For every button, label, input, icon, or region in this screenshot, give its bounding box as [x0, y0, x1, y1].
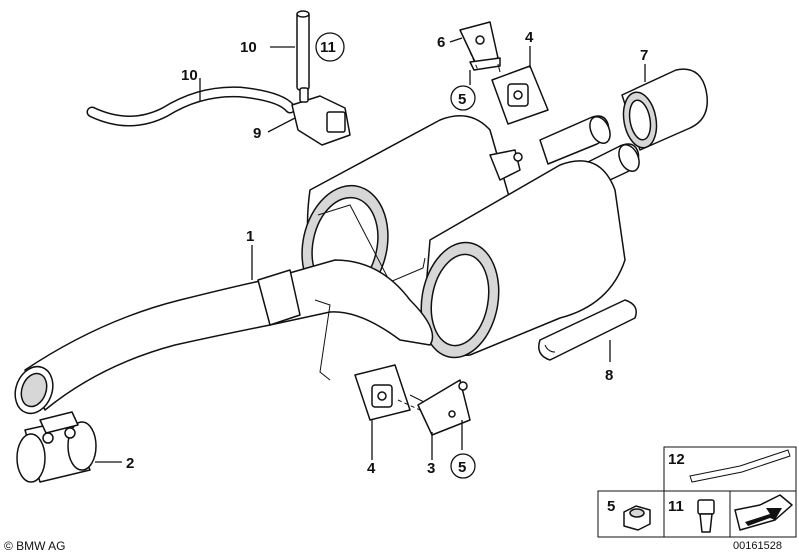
vacuum-hose	[86, 86, 296, 127]
direction-arrow-icon	[734, 494, 793, 531]
mounting-bracket	[417, 379, 471, 436]
callout-5-circle-b	[450, 85, 476, 111]
callout-12-legend: 12	[668, 451, 685, 468]
upper-bracket	[459, 21, 501, 73]
tailpipe-upper	[539, 115, 611, 165]
callout-11-legend: 11	[668, 498, 684, 515]
callout-10-upper: 10	[240, 39, 257, 56]
callout-7: 7	[640, 47, 648, 64]
expanding-nut-icon	[697, 499, 715, 533]
heat-shield-sleeve	[538, 299, 637, 361]
rubber-mount-lower	[354, 364, 431, 421]
callout-4-upper: 4	[525, 29, 534, 46]
copyright-text: © BMW AG	[4, 539, 66, 553]
callout-2: 2	[126, 455, 134, 472]
pipe-clamp	[16, 411, 97, 483]
nut-icon	[623, 505, 651, 531]
callout-10-lower: 10	[181, 67, 198, 84]
callout-9: 9	[253, 125, 261, 142]
cable-tie-icon	[689, 449, 791, 483]
callout-3: 3	[427, 460, 435, 477]
front-pipe	[14, 259, 434, 415]
callout-4-lower: 4	[367, 460, 376, 477]
callout-5-legend: 5	[607, 498, 615, 515]
callout-5-circle-a	[450, 453, 476, 479]
vacuum-tube-vertical	[296, 10, 310, 91]
callout-5-b: 5	[458, 91, 466, 108]
callouts: 1 2 3 4 4 5 5 5 6 7 8 9 10 10 11 12 11	[126, 29, 685, 515]
tailpipe-trim	[621, 68, 708, 151]
leader-lines	[95, 37, 646, 463]
callout-5-a: 5	[458, 459, 466, 476]
vacuum-valve	[291, 87, 351, 146]
callout-1: 1	[246, 228, 254, 245]
diagram-number: 00161528	[733, 540, 782, 552]
rubber-mount-upper	[491, 65, 549, 125]
fastener-legend	[597, 446, 797, 538]
callout-11-circle	[315, 32, 345, 62]
callout-8: 8	[605, 367, 613, 384]
callout-11: 11	[320, 39, 336, 56]
callout-6: 6	[437, 34, 445, 51]
